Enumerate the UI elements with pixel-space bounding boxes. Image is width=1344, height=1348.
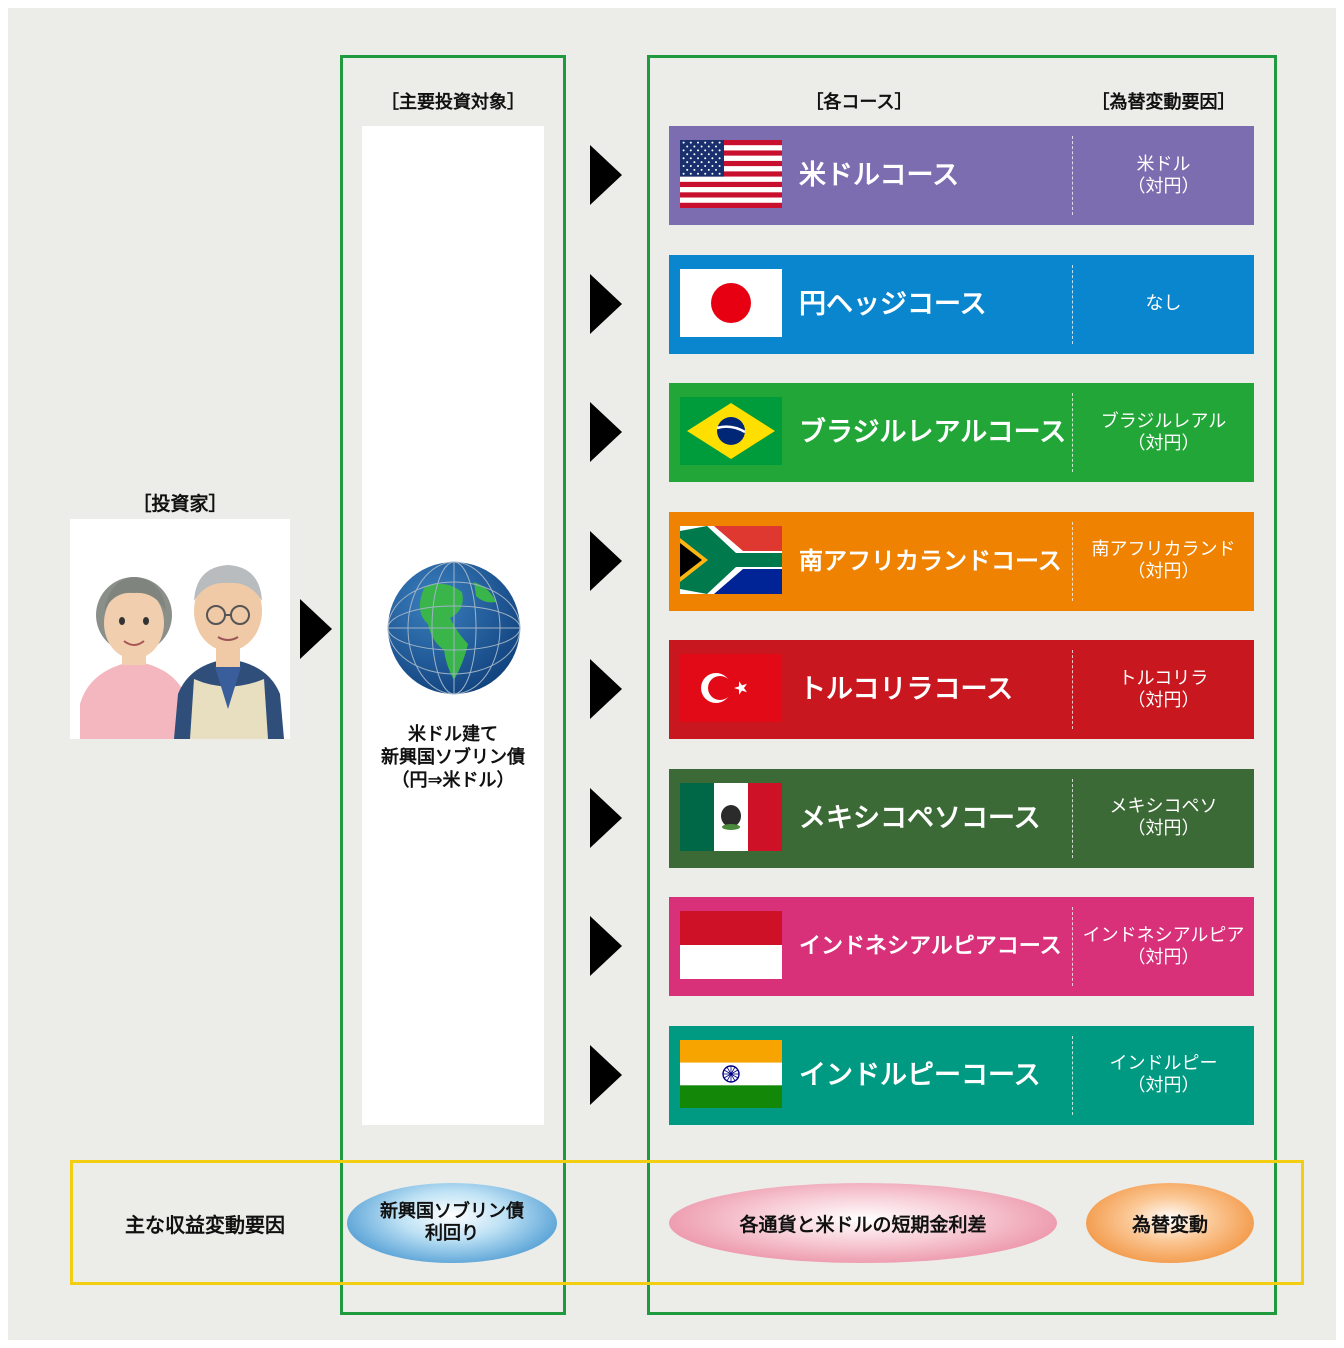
course-row: ブラジルレアルコースブラジルレアル（対円） (669, 383, 1254, 482)
course-fx-factor: インドネシアルピア（対円） (1073, 897, 1254, 996)
arrow-to-course (590, 402, 622, 462)
course-fx-basis: （対円） (1127, 175, 1200, 197)
course-fx-currency: 南アフリカランド (1091, 539, 1236, 560)
sovereign-yield-factor: 新興国ソブリン債 利回り (347, 1183, 557, 1263)
courses-header: ［各コース］ (805, 92, 913, 113)
turkey-flag (680, 654, 782, 722)
rate-differential-text: 各通貨と米ドルの短期金利差 (739, 1213, 987, 1236)
course-divider (1072, 907, 1073, 986)
course-name: 南アフリカランドコース (799, 546, 1062, 575)
target-line-2: 新興国ソブリン債 (381, 747, 525, 768)
globe-icon (387, 561, 521, 695)
south-africa-flag (680, 525, 782, 594)
course-row: 南アフリカランドコース南アフリカランド（対円） (669, 511, 1254, 611)
sovereign-factor-line-1: 新興国ソブリン債 (380, 1201, 524, 1222)
course-fx-basis: （対円） (1127, 432, 1200, 454)
japan-flag (680, 268, 782, 337)
course-row: 円ヘッジコース なし (669, 254, 1254, 354)
course-fx-currency: トルコリラ (1118, 667, 1209, 689)
course-fx-basis: （対円） (1127, 1075, 1200, 1096)
investor-illustration (70, 519, 290, 739)
india-flag (680, 1039, 782, 1108)
course-name: 円ヘッジコース (799, 288, 987, 320)
target-line-3: （円⇒米ドル） (391, 770, 515, 791)
course-fx-currency: 米ドル (1136, 153, 1191, 175)
course-divider (1072, 778, 1073, 858)
course-divider (1072, 650, 1073, 729)
us-flag (680, 140, 782, 208)
course-row: インドネシアルピアコースインドネシアルピア（対円） (669, 897, 1254, 996)
course-fx-currency: ブラジルレアル (1100, 410, 1227, 432)
course-fx-basis: （対円） (1127, 561, 1200, 582)
course-row: 米ドルコース 米ドル（対円） (669, 126, 1254, 225)
investment-target-frame (340, 55, 566, 1315)
course-divider (1072, 393, 1073, 472)
course-fx-currency: インドルピー (1109, 1053, 1218, 1074)
return-factors-label: 主な収益変動要因 (125, 1213, 285, 1237)
mexico-flag (680, 782, 782, 851)
course-name: インドネシアルピアコース (799, 934, 1062, 959)
fx-factor: 為替変動 (1086, 1183, 1254, 1263)
course-divider (1072, 136, 1073, 215)
course-name: 米ドルコース (799, 160, 960, 191)
course-fx-factor: 南アフリカランド（対円） (1073, 512, 1254, 611)
investment-target-header: ［主要投資対象］ (381, 92, 525, 113)
course-row: トルコリラコース トルコリラ（対円） (669, 640, 1254, 739)
target-description: 米ドル建て 新興国ソブリン債 （円⇒米ドル） (362, 723, 544, 792)
arrow-to-course (590, 530, 622, 591)
courses-frame (647, 55, 1277, 1315)
investor-label: ［投資家］ (132, 493, 228, 515)
course-fx-factor: インドルピー（対円） (1073, 1026, 1254, 1125)
course-name: ブラジルレアルコース (799, 417, 1067, 448)
course-fx-basis: （対円） (1127, 689, 1200, 711)
course-fx-factor: トルコリラ（対円） (1073, 640, 1254, 739)
course-fx-factor: なし (1073, 255, 1254, 354)
arrow-to-course (590, 787, 622, 848)
course-fx-factor: ブラジルレアル（対円） (1073, 383, 1254, 482)
course-fx-basis: （対円） (1127, 818, 1200, 839)
course-fx-currency: インドネシアルピア (1082, 924, 1245, 946)
course-divider (1072, 1035, 1073, 1115)
course-fx-currency: メキシコペソ (1109, 796, 1218, 817)
course-name: トルコリラコース (799, 674, 1014, 705)
course-fx-basis: （対円） (1127, 946, 1200, 968)
arrow-to-course (590, 659, 622, 719)
course-fx-currency: なし (1145, 293, 1182, 314)
arrow-to-course (590, 916, 622, 976)
course-divider (1072, 521, 1073, 601)
course-fx-factor: 米ドル（対円） (1073, 126, 1254, 225)
course-fx-factor: メキシコペソ（対円） (1073, 769, 1254, 868)
course-name: メキシコペソコース (799, 802, 1041, 834)
rate-differential-factor: 各通貨と米ドルの短期金利差 (669, 1183, 1057, 1263)
fx-factor-header: ［為替変動要因］ (1091, 92, 1236, 113)
course-divider (1072, 264, 1073, 344)
arrow-to-course (590, 145, 622, 205)
target-line-1: 米ドル建て (408, 724, 498, 745)
course-row: インドルピーコースインドルピー（対円） (669, 1025, 1254, 1125)
arrow-to-course (590, 273, 622, 334)
investment-target-card: 米ドル建て 新興国ソブリン債 （円⇒米ドル） (362, 126, 544, 1125)
arrow-to-course (590, 1044, 622, 1105)
indonesia-flag (680, 911, 782, 979)
course-name: インドルピーコース (799, 1059, 1041, 1091)
fx-factor-text: 為替変動 (1131, 1213, 1208, 1236)
return-factors-frame (70, 1160, 1304, 1285)
arrow-investor-to-target (300, 599, 332, 659)
brazil-flag (680, 397, 782, 465)
course-row: メキシコペソコースメキシコペソ（対円） (669, 768, 1254, 868)
sovereign-factor-line-2: 利回り (425, 1223, 479, 1244)
